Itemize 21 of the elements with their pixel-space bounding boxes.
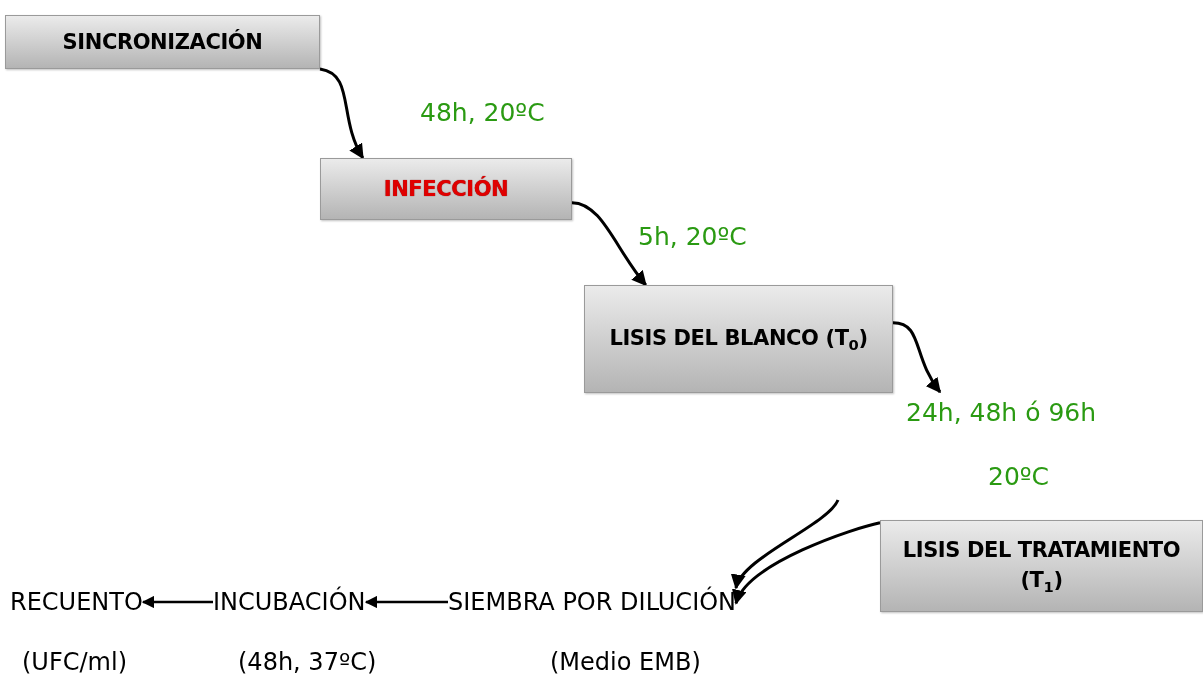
edge-label: 48h, 20ºC xyxy=(420,98,545,127)
arrow xyxy=(571,201,647,287)
arrow xyxy=(892,321,942,394)
step-note: (48h, 37ºC) xyxy=(238,648,377,676)
condition-label: 20ºC xyxy=(988,462,1050,491)
step-label: INCUBACIÓN xyxy=(213,588,366,616)
arrow xyxy=(319,67,365,160)
step-note: (UFC/ml) xyxy=(22,648,127,676)
process-box: SINCRONIZACIÓN xyxy=(5,15,320,69)
process-box: LISIS DEL BLANCO (T$_{0}$) xyxy=(584,285,893,393)
edge-label: 24h, 48h ó 96h xyxy=(906,398,1097,427)
arrow xyxy=(734,521,881,605)
process-box: LISIS DEL TRATAMIENTO (T$_{1}$) xyxy=(880,520,1203,612)
step-note: (Medio EMB) xyxy=(550,648,701,676)
arrow xyxy=(141,595,213,609)
process-box: INFECCIÓN xyxy=(320,158,572,220)
arrow xyxy=(733,499,840,590)
step-label: SIEMBRA POR DILUCIÓN xyxy=(448,588,737,616)
edge-label: 5h, 20ºC xyxy=(638,222,747,251)
arrow xyxy=(364,595,448,609)
step-label: RECUENTO xyxy=(10,588,143,616)
